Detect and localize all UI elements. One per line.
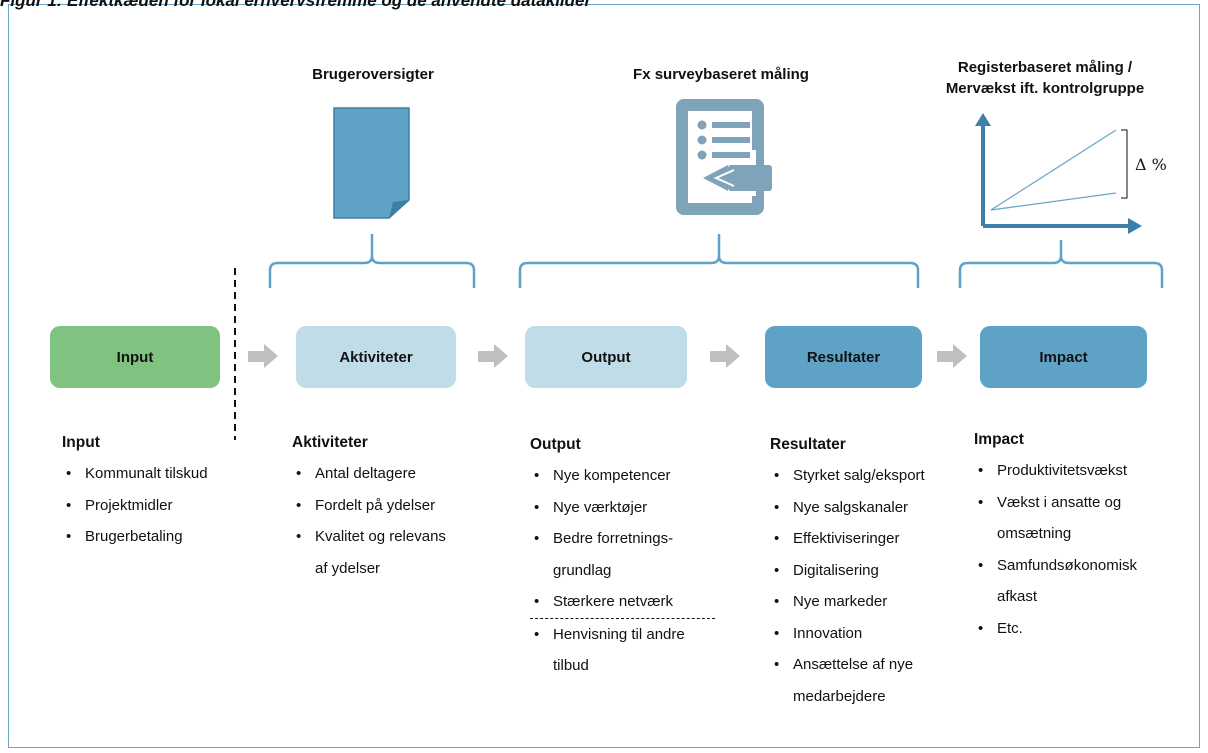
column-heading: Output: [530, 436, 581, 453]
column-input: Input Kommunalt tilskud Projektmidler Br…: [62, 431, 252, 553]
label-register-line2: Mervækst ift. kontrolgruppe: [945, 80, 1145, 97]
list-item: af ydelser: [315, 559, 381, 577]
list-item: Effektiviseringer: [770, 523, 970, 555]
list-item: tilbud: [553, 657, 589, 674]
list-item: Henvisning til andre: [530, 617, 715, 651]
column-heading: Aktiviteter: [292, 434, 368, 451]
list-item: Brugerbetaling: [62, 521, 252, 553]
list-item: omsætning: [997, 525, 1072, 542]
column-impact: Impact Produktivitetsvækst Vækst i ansat…: [974, 428, 1174, 644]
label-survey: Fx surveybaseret måling: [633, 66, 809, 83]
stage-box-aktiviteter: Aktiviteter: [296, 326, 456, 388]
list-item: Kvalitet og relevans: [292, 521, 507, 553]
survey-form-icon: [651, 93, 799, 215]
figure-frame: [8, 4, 1200, 748]
list-item: Styrket salg/eksport: [770, 460, 970, 492]
stage-box-input: Input: [50, 326, 220, 388]
list-item: Fordelt på ydelser: [292, 490, 507, 522]
bracket-impact: [958, 240, 1164, 288]
list-item: Nye kompetencer: [530, 460, 715, 492]
line-chart-icon: [975, 113, 1142, 234]
list-item: Etc.: [974, 613, 1174, 645]
label-brugeroversigter: Brugeroversigter: [312, 66, 434, 83]
list-item: Samfundsøkonomisk: [974, 550, 1174, 582]
list-item: Innovation: [770, 618, 970, 650]
list-item: Produktivitetsvækst: [974, 455, 1174, 487]
figure-title: Figur 1: Effektkæden for lokal erhvervsf…: [0, 0, 592, 10]
list-item: Stærkere netværk: [530, 586, 715, 618]
list-item: Ansættelse af nye: [770, 649, 970, 681]
column-resultater: Resultater Styrket salg/eksport Nye salg…: [770, 433, 970, 712]
stage-box-output: Output: [525, 326, 687, 388]
bracket-aktiviteter: [268, 234, 476, 288]
column-heading: Resultater: [770, 436, 846, 453]
column-aktiviteter: Aktiviteter Antal deltagere Fordelt på y…: [292, 431, 507, 584]
list-item: grundlag: [553, 561, 612, 579]
column-output: Output Nye kompetencer Nye værktøjer Bed…: [530, 433, 715, 682]
list-item: Nye værktøjer: [530, 492, 715, 524]
list-item: Nye salgskanaler: [770, 492, 970, 524]
stage-box-impact: Impact: [980, 326, 1147, 388]
list-item: Digitalisering: [770, 555, 970, 587]
label-register: Registerbaseret måling / Mervækst ift. k…: [925, 57, 1165, 99]
list-item: Projektmidler: [62, 490, 252, 522]
delta-percent-label: Δ %: [1135, 155, 1167, 174]
bracket-output: [518, 234, 920, 288]
list-item: medarbejdere: [793, 687, 886, 705]
label-register-line1: Registerbaseret måling /: [957, 59, 1133, 76]
document-icon: [333, 107, 410, 219]
list-item: afkast: [997, 588, 1038, 605]
list-item: Kommunalt tilskud: [62, 458, 252, 490]
column-heading: Input: [62, 434, 100, 451]
column-heading: Impact: [974, 431, 1024, 448]
list-item: Antal deltagere: [292, 458, 507, 490]
list-item: Bedre forretnings-: [530, 523, 715, 555]
list-item: Vækst i ansatte og: [974, 487, 1174, 519]
list-item: Nye markeder: [770, 586, 970, 618]
stage-box-resultater: Resultater: [765, 326, 922, 388]
